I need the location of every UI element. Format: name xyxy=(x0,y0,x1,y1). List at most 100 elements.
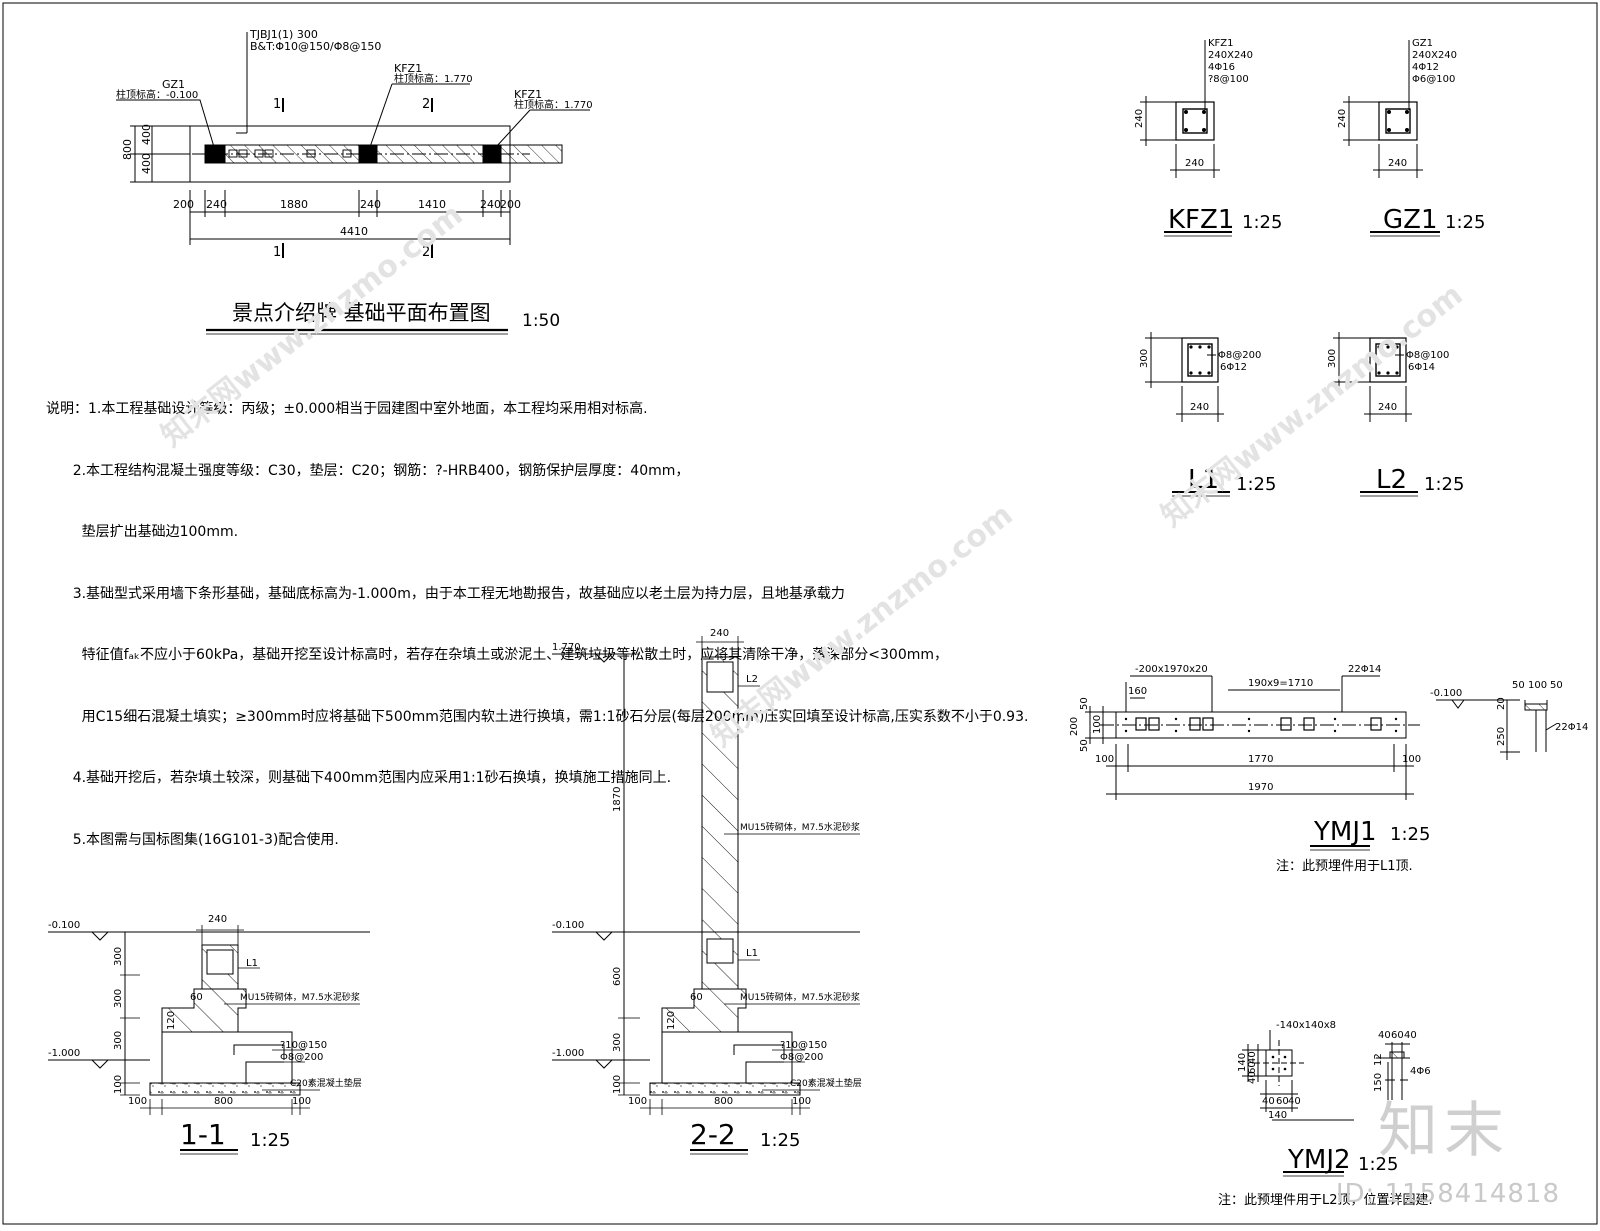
svg-text:150: 150 xyxy=(1373,1073,1384,1092)
svg-text:Φ8@100: Φ8@100 xyxy=(1406,350,1449,361)
l2-labels: Φ8@100 6Φ14 300 240 L2 1:25 xyxy=(1327,349,1464,495)
svg-text:MU15砖砌体，M7.5水泥砂浆: MU15砖砌体，M7.5水泥砂浆 xyxy=(740,821,860,833)
l2-detail xyxy=(1333,332,1418,497)
svg-text:50: 50 xyxy=(1079,697,1090,710)
svg-text:1970: 1970 xyxy=(1248,782,1273,793)
l2-title: L2 xyxy=(1376,465,1407,495)
svg-text:100: 100 xyxy=(628,1096,647,1107)
ymj2-labels: -140x140x8 140 40 60 40 40 60 40 140 40 … xyxy=(1218,1020,1433,1208)
section-1-1-labels: -0.100 -1.000 240 L1 MU15砖砌体，M7.5水泥砂浆 60… xyxy=(48,914,362,1151)
svg-text:4Φ12: 4Φ12 xyxy=(1412,62,1439,73)
svg-text:100: 100 xyxy=(292,1096,311,1107)
dim-240-b: 240 xyxy=(360,198,381,211)
svg-text:100: 100 xyxy=(792,1096,811,1107)
svg-text:MU15砖砌体，M7.5水泥砂浆: MU15砖砌体，M7.5水泥砂浆 xyxy=(240,991,360,1003)
watermark-logo: 知末 xyxy=(1378,1096,1510,1166)
svg-text:240X240: 240X240 xyxy=(1208,50,1253,61)
svg-text:Φ8@200: Φ8@200 xyxy=(280,1052,323,1063)
svg-text:Φ8@200: Φ8@200 xyxy=(780,1052,823,1063)
gz1-title: GZ1 xyxy=(1383,205,1438,235)
dim-200-left: 200 xyxy=(173,198,194,211)
svg-text:?10@150: ?10@150 xyxy=(280,1040,327,1051)
svg-text:300: 300 xyxy=(113,947,124,966)
svg-text:40: 40 xyxy=(1378,1030,1391,1041)
note-line: 特征值fₐₖ不应小于60kPa，基础开挖至设计标高时，若存在杂填土或淤泥土、建筑… xyxy=(46,647,949,663)
svg-text:50: 50 xyxy=(1512,680,1525,691)
svg-text:60: 60 xyxy=(1276,1096,1289,1107)
svg-text:240: 240 xyxy=(1134,109,1145,128)
svg-text:1770: 1770 xyxy=(1248,754,1273,765)
watermark-id: ID: 1158414818 xyxy=(1335,1179,1560,1209)
kfz1-detail xyxy=(1140,40,1232,237)
kfz1-scale: 1:25 xyxy=(1242,212,1282,233)
svg-text:C20素混凝土垫层: C20素混凝土垫层 xyxy=(790,1077,862,1089)
svg-text:-1.000: -1.000 xyxy=(552,1048,584,1059)
svg-text:60: 60 xyxy=(690,992,703,1003)
svg-text:MU15砖砌体，M7.5水泥砂浆: MU15砖砌体，M7.5水泥砂浆 xyxy=(740,991,860,1003)
plan-title: 景点介绍牌 基础平面布置图 xyxy=(232,301,491,325)
svg-text:250: 250 xyxy=(1496,727,1507,746)
svg-text:300: 300 xyxy=(1327,349,1338,368)
svg-text:100: 100 xyxy=(128,1096,147,1107)
svg-text:-0.100: -0.100 xyxy=(552,920,584,931)
gz1-labels: GZ1 240X240 4Φ12 Φ6@100 240 240 GZ1 1:25 xyxy=(1337,38,1485,235)
svg-text:190x9=1710: 190x9=1710 xyxy=(1248,678,1313,689)
l1-detail xyxy=(1145,332,1230,497)
gz1-elev: 柱顶标高：-0.100 xyxy=(116,88,198,101)
general-notes: 说明：1.本工程基础设计等级：丙级；±0.000相当于园建图中室外地面，本工程均… xyxy=(46,358,1028,871)
note-line: 4.基础开挖后，若杂填土较深，则基础下400mm范围内应采用1:1砂石换填，换填… xyxy=(46,770,672,786)
section-2-2-detail xyxy=(552,636,860,1155)
svg-text:600: 600 xyxy=(612,967,623,986)
svg-text:240: 240 xyxy=(1337,109,1348,128)
svg-text:-140x140x8: -140x140x8 xyxy=(1276,1020,1336,1031)
svg-text:-1.000: -1.000 xyxy=(48,1048,80,1059)
svg-text:200: 200 xyxy=(1069,717,1080,736)
svg-text:12: 12 xyxy=(1373,1053,1384,1066)
svg-text:1.770: 1.770 xyxy=(552,642,581,653)
l1-title: L1 xyxy=(1188,465,1219,495)
section-mark-1-top: 1 xyxy=(273,97,281,112)
ymj2-title: YMJ2 xyxy=(1287,1145,1351,1175)
svg-text:-0.100: -0.100 xyxy=(48,920,80,931)
note-line: 3.基础型式采用墙下条形基础，基础底标高为-1.000m，由于本工程无地勘报告，… xyxy=(46,585,845,602)
note-line: 说明：1.本工程基础设计等级：丙级；±0.000相当于园建图中室外地面，本工程均… xyxy=(46,401,648,417)
plan-labels: TJBJ1(1) 300 B&T:Φ10@150/Φ8@150 GZ1 柱顶标高… xyxy=(116,28,593,331)
section-2-2-scale: 1:25 xyxy=(760,1130,800,1151)
svg-text:140: 140 xyxy=(1268,1110,1287,1121)
section-mark-2-top: 2 xyxy=(422,97,430,112)
note-line: 垫层扩出基础边100mm. xyxy=(46,524,239,540)
section-1-1-detail xyxy=(48,925,370,1155)
kfz1-a-label: KFZ1 xyxy=(394,62,422,75)
gz1-label: GZ1 xyxy=(162,78,185,91)
svg-text:GZ1: GZ1 xyxy=(1412,38,1433,49)
svg-text:240: 240 xyxy=(208,914,227,925)
svg-text:100: 100 xyxy=(1095,754,1114,765)
beam-label-1: TJBJ1(1) 300 xyxy=(249,28,318,41)
svg-text:100: 100 xyxy=(1402,754,1421,765)
svg-text:240X240: 240X240 xyxy=(1412,50,1457,61)
svg-text:300: 300 xyxy=(612,1033,623,1052)
svg-text:240: 240 xyxy=(1185,158,1204,169)
dim-1410: 1410 xyxy=(418,198,446,211)
svg-text:300: 300 xyxy=(113,989,124,1008)
svg-text:22Φ14: 22Φ14 xyxy=(1555,722,1588,733)
svg-text:20: 20 xyxy=(1496,697,1507,710)
svg-text:60: 60 xyxy=(1391,1030,1404,1041)
l1-scale: 1:25 xyxy=(1236,474,1276,495)
ymj1-title: YMJ1 xyxy=(1313,817,1377,847)
l1-labels: Φ8@200 6Φ12 300 240 L1 1:25 xyxy=(1139,349,1276,495)
svg-text:Φ8@200: Φ8@200 xyxy=(1218,350,1261,361)
beam-label-2: B&T:Φ10@150/Φ8@150 xyxy=(250,40,381,53)
dim-800: 800 xyxy=(121,139,134,160)
ymj2-detail xyxy=(1242,1030,1410,1177)
svg-text:120: 120 xyxy=(166,1011,177,1030)
svg-text:L1: L1 xyxy=(746,948,758,959)
svg-text:300: 300 xyxy=(1139,349,1150,368)
svg-text:6Φ14: 6Φ14 xyxy=(1408,362,1435,373)
kfz1-title: KFZ1 xyxy=(1168,205,1234,235)
dim-240-a: 240 xyxy=(206,198,227,211)
section-1-1-title: 1-1 xyxy=(180,1118,226,1151)
section-mark-2-bottom: 2 xyxy=(422,245,430,260)
svg-text:60: 60 xyxy=(190,992,203,1003)
